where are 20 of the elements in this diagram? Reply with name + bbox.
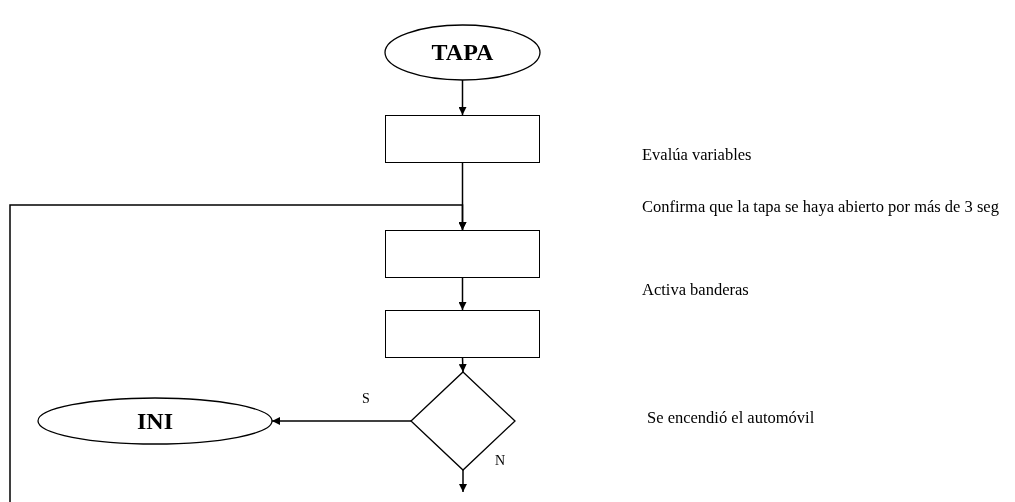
process-box [385,115,540,163]
arrow [271,417,412,425]
arrow [458,79,467,116]
step-description: Activa banderas [642,280,750,300]
terminal-label: INI [137,407,173,435]
edge-label: S [362,391,370,406]
terminal-label: TAPA [431,39,494,66]
step-description: Confirma que la tapa se haya abierto por más de 3 seg [642,197,1000,217]
step-description: Se encendió el automóvil [647,408,816,428]
process-box [385,230,540,278]
loop-arrow [9,204,467,502]
process-box [385,310,540,358]
arrow [458,277,467,311]
exit-arrow [459,469,467,493]
edge-label: N [495,453,506,468]
decision-diamond [411,372,515,470]
terminal-ellipse [385,25,540,80]
terminal-ellipse [38,398,272,444]
step-description: Evalúa variables [642,145,753,165]
arrow [458,357,467,373]
